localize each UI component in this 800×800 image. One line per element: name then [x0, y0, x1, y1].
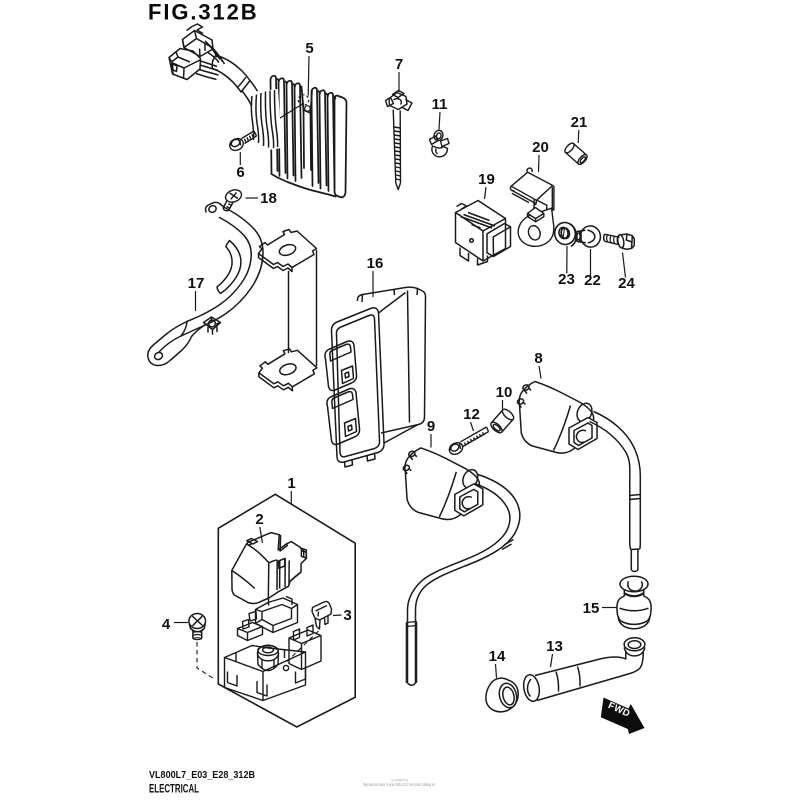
svg-text:14: 14	[489, 648, 506, 665]
svg-text:6: 6	[236, 164, 244, 181]
svg-text:23: 23	[558, 271, 575, 288]
svg-text:1: 1	[287, 475, 295, 492]
svg-text:13: 13	[546, 638, 563, 655]
svg-text:18: 18	[260, 190, 277, 207]
svg-text:9: 9	[427, 418, 435, 435]
svg-text:15: 15	[583, 600, 600, 617]
svg-text:7: 7	[395, 56, 403, 73]
svg-text:2: 2	[255, 511, 263, 528]
svg-text:21: 21	[571, 114, 588, 131]
svg-text:24: 24	[618, 275, 635, 292]
svg-text:5: 5	[305, 40, 313, 57]
svg-text:VL800L7_E03_E28_312B: VL800L7_E03_E28_312B	[149, 769, 255, 781]
svg-text:3: 3	[343, 607, 351, 624]
svg-text:17: 17	[188, 275, 205, 292]
svg-text:16: 16	[367, 255, 384, 272]
svg-text:20: 20	[532, 139, 549, 156]
svg-text:FIG.312B: FIG.312B	[148, 0, 259, 25]
svg-text:8: 8	[534, 350, 542, 367]
svg-text:22: 22	[584, 272, 601, 289]
svg-text:4: 4	[162, 616, 171, 633]
svg-text:10: 10	[496, 384, 513, 401]
svg-text:ELECTRICAL: ELECTRICAL	[149, 784, 199, 796]
svg-text:Reproduced under license 2001-: Reproduced under license 2001-2017 oem p…	[363, 782, 436, 787]
svg-text:11: 11	[432, 96, 448, 113]
svg-text:12: 12	[463, 406, 480, 423]
svg-text:S-PARTS: S-PARTS	[391, 779, 408, 783]
svg-text:19: 19	[478, 171, 495, 188]
